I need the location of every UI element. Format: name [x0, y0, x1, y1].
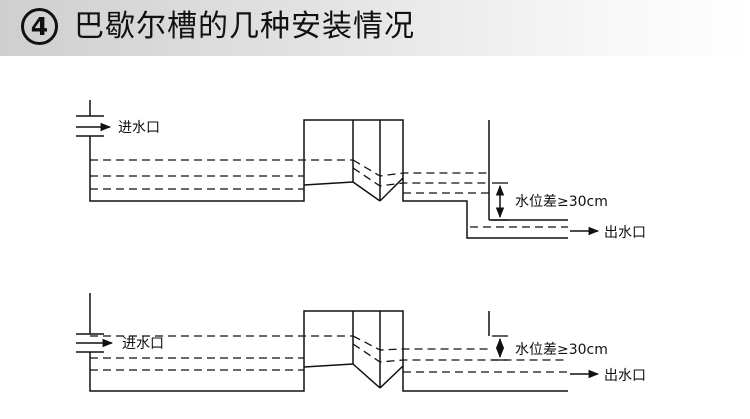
inlet-label: 进水口	[122, 336, 164, 352]
level-difference-indicator	[492, 182, 508, 221]
outlet-label: 出水口	[604, 368, 646, 384]
page-title: 巴歇尔槽的几种安装情况	[74, 9, 415, 44]
diagram-1: 进水口	[76, 100, 646, 241]
level-difference-label: 水位差≥30cm	[515, 342, 608, 358]
level-difference-label: 水位差≥30cm	[515, 194, 608, 210]
inlet-pipe	[76, 293, 114, 353]
inlet-pipe	[76, 100, 112, 137]
outlet-label: 出水口	[604, 225, 646, 241]
title-number-badge: 4	[21, 8, 58, 45]
channel-outline	[89, 310, 568, 392]
parshall-flume	[303, 120, 404, 202]
diagram-2: 进水口 水位差≥30cm 出水口	[76, 293, 646, 392]
upstream-water-levels	[90, 159, 489, 194]
level-difference-indicator	[492, 335, 508, 361]
title-bar: 4 巴歇尔槽的几种安装情况	[0, 0, 750, 56]
inlet-label: 进水口	[118, 120, 160, 136]
upstream-water-levels	[90, 335, 568, 373]
parshall-flume	[303, 311, 404, 389]
